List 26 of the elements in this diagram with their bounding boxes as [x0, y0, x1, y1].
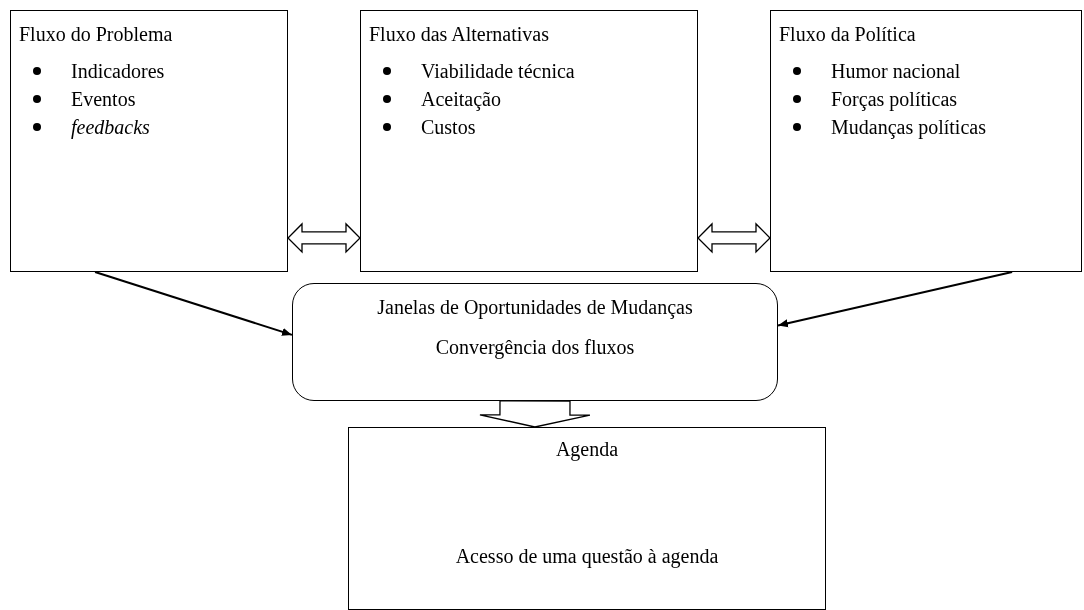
rounded-box: [292, 283, 778, 401]
box-heading: Fluxo das Alternativas: [369, 23, 549, 46]
arrow: [777, 271, 1014, 328]
box-heading: Fluxo do Problema: [19, 23, 173, 46]
process-box: [770, 10, 1082, 272]
process-box: [348, 427, 826, 610]
box-text: Acesso de uma questão à agenda: [454, 545, 720, 568]
block-arrow: [697, 222, 771, 254]
bullet-item: Eventos: [11, 85, 281, 113]
box-text: Convergência dos fluxos: [434, 336, 636, 359]
process-box: [360, 10, 698, 272]
arrow: [94, 271, 293, 336]
bullet-item: Humor nacional: [771, 57, 1011, 85]
bullet-item: Viabilidade técnica: [361, 57, 691, 85]
bullet-item: Indicadores: [11, 57, 281, 85]
block-arrow: [287, 222, 361, 254]
bullet-item: Forças políticas: [771, 85, 1011, 113]
block-arrow: [479, 400, 591, 428]
bullet-item: Custos: [361, 113, 691, 141]
bullet-item: feedbacks: [11, 113, 281, 141]
box-text: Agenda: [554, 438, 620, 461]
bullet-item: Mudanças políticas: [771, 113, 1011, 141]
process-box: [10, 10, 288, 272]
box-text: Janelas de Oportunidades de Mudanças: [376, 296, 694, 319]
bullet-item: Aceitação: [361, 85, 691, 113]
box-heading: Fluxo da Política: [779, 23, 916, 46]
